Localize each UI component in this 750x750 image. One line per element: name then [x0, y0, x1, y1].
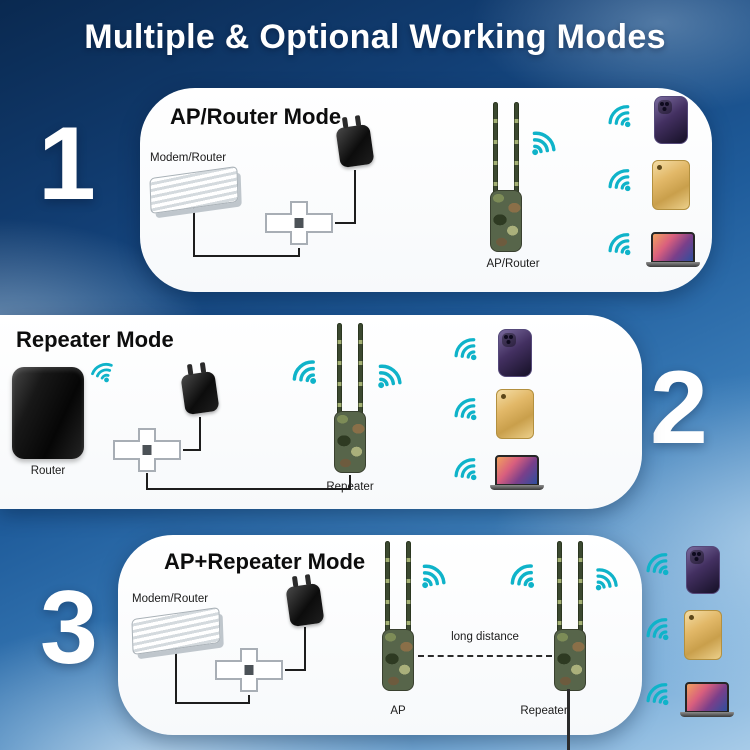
tablet-icon — [652, 160, 690, 210]
page-title: Multiple & Optional Working Modes — [84, 18, 666, 56]
router-label: Router — [30, 465, 66, 477]
wifi-signal-icon — [89, 360, 119, 388]
laptop-icon — [490, 455, 544, 490]
wifi-signal-icon — [367, 360, 405, 398]
router-icon — [12, 367, 84, 459]
wifi-signal-icon — [586, 564, 621, 600]
antenna-icon — [514, 102, 519, 194]
section-number-2: 2 — [650, 350, 708, 466]
wifi-signal-icon — [643, 614, 678, 650]
ap-label: AP — [390, 705, 406, 717]
wifi-signal-icon — [411, 560, 449, 598]
access-point-device — [488, 102, 524, 252]
power-adapter-icon — [180, 370, 220, 416]
repeater-device — [552, 541, 588, 691]
poe-injector-icon — [113, 428, 181, 472]
wifi-signal-icon — [451, 394, 486, 430]
laptop-screen — [495, 455, 539, 485]
modem-router-label: Modem/Router — [150, 152, 227, 164]
modem-router-icon — [149, 165, 239, 215]
repeater-label: Repeater — [520, 705, 568, 717]
wifi-signal-icon — [289, 356, 327, 394]
laptop-icon — [680, 682, 734, 717]
antenna-icon — [406, 541, 411, 633]
section-number-3: 3 — [40, 570, 98, 686]
modem-router-label: Modem/Router — [132, 593, 209, 605]
wifi-signal-icon — [605, 229, 640, 265]
smartphone-icon — [498, 329, 532, 377]
wifi-signal-icon — [643, 549, 678, 585]
camo-device-body — [554, 629, 586, 691]
antenna-icon — [385, 541, 390, 633]
laptop-base — [490, 485, 544, 490]
panel-ap-repeater-mode: AP+Repeater Mode Modem/Router AP long di… — [118, 535, 642, 735]
antenna-icon — [578, 541, 583, 633]
antenna-icon — [337, 323, 342, 415]
section-number-1: 1 — [38, 106, 96, 222]
mounting-pole — [567, 689, 570, 750]
poe-injector-icon — [215, 648, 283, 692]
panel-ap-router-mode: AP/Router Mode Modem/Router AP/Router — [140, 88, 712, 292]
power-adapter-icon — [285, 582, 325, 628]
tablet-icon — [496, 389, 534, 439]
mode-title: AP/Router Mode — [170, 104, 342, 129]
laptop-icon — [646, 232, 700, 267]
tablet-icon — [684, 610, 722, 660]
wifi-signal-icon — [451, 454, 486, 490]
wifi-signal-icon — [451, 334, 486, 370]
laptop-base — [680, 712, 734, 717]
smartphone-icon — [686, 546, 720, 594]
wifi-signal-icon — [521, 127, 559, 165]
long-distance-label: long distance — [451, 631, 519, 643]
smartphone-icon — [654, 96, 688, 144]
camo-device-body — [334, 411, 366, 473]
antenna-icon — [358, 323, 363, 415]
modem-router-icon — [131, 606, 221, 656]
wifi-signal-icon — [605, 165, 640, 201]
repeater-label: Repeater — [326, 481, 374, 493]
laptop-screen — [685, 682, 729, 712]
mode-title: Repeater Mode — [16, 327, 174, 352]
repeater-device — [332, 323, 368, 473]
power-adapter-icon — [335, 123, 375, 169]
camo-device-body — [382, 629, 414, 691]
ap-router-label: AP/Router — [486, 258, 540, 270]
antenna-icon — [557, 541, 562, 633]
panel-repeater-mode: Repeater Mode Router Repeater — [0, 315, 642, 509]
laptop-screen — [651, 232, 695, 262]
access-point-device — [380, 541, 416, 691]
wifi-signal-icon — [643, 679, 678, 715]
antenna-icon — [493, 102, 498, 194]
mode-title: AP+Repeater Mode — [164, 549, 366, 574]
poe-injector-icon — [265, 201, 333, 245]
wifi-signal-icon — [605, 101, 640, 137]
wifi-signal-icon — [507, 560, 545, 598]
laptop-base — [646, 262, 700, 267]
long-distance-dashed-line — [418, 655, 552, 657]
camo-device-body — [490, 190, 522, 252]
